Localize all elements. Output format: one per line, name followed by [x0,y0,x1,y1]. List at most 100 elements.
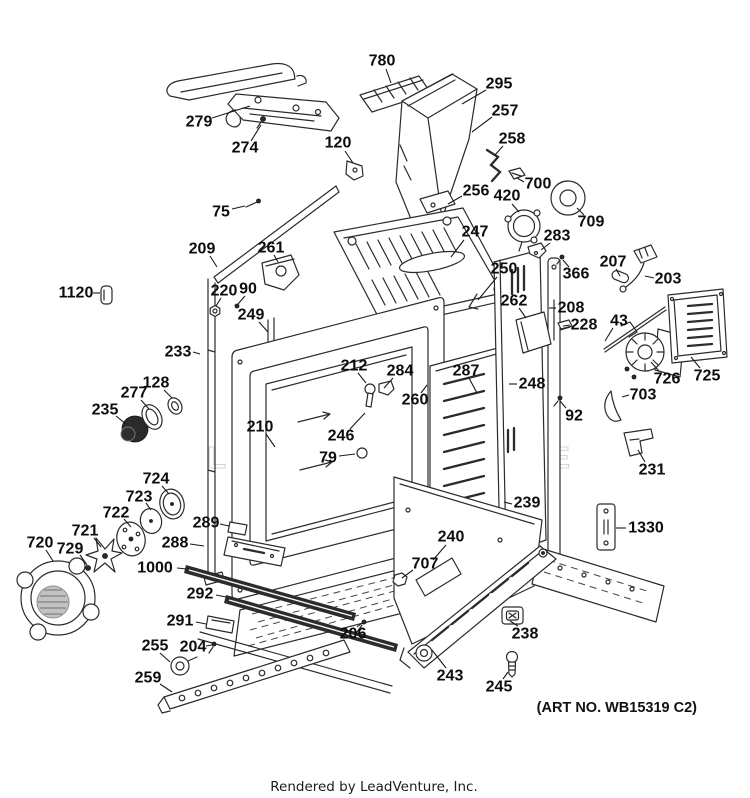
part-label-257: 257 [492,103,519,120]
part-clip-700 [508,167,526,180]
part-label-721: 721 [72,523,99,540]
part-bracket-284 [378,380,395,396]
leader-line-240 [432,544,447,561]
leader-line-366 [562,259,570,268]
part-igniter-420 [504,209,541,252]
leader-line-291 [195,621,207,625]
part-screw-366 [556,254,565,265]
part-label-204: 204 [180,639,207,656]
leader-line-262 [518,307,527,319]
part-label-292: 292 [187,586,214,603]
part-label-238: 238 [512,626,539,643]
leader-line-283 [540,242,551,251]
part-front-frame-210 [231,296,445,601]
part-label-209: 209 [189,241,216,258]
part-label-210: 210 [247,419,274,436]
part-slide-259 [157,639,351,714]
part-label-43: 43 [610,313,628,330]
leader-line-295 [461,89,487,105]
leader-line-249 [258,321,269,333]
part-washer-128 [167,397,183,415]
leader-line-204 [205,644,213,647]
part-rear-shield-257 [395,73,478,225]
leader-line-420 [511,203,520,213]
part-bracket-231 [623,428,654,457]
part-bracket-261 [261,254,300,291]
leader-line-250 [477,276,498,301]
part-lower-back-panel-240 [392,476,543,645]
part-label-243: 243 [437,668,464,685]
part-bolt-245 [505,650,519,678]
part-label-707: 707 [412,556,439,573]
part-label-724: 724 [143,471,170,488]
part-label-90: 90 [239,281,257,298]
part-label-235: 235 [92,402,119,419]
part-label-262: 262 [501,293,528,310]
leader-line-209 [209,255,218,268]
part-roller-255 [170,656,198,676]
leader-line-289 [219,523,230,527]
part-label-261: 261 [258,240,285,257]
leader-line-284 [383,377,394,389]
part-hole-79 [356,447,368,459]
leader-line-92 [559,400,567,409]
part-label-283: 283 [544,228,571,245]
part-label-207: 207 [600,254,627,271]
part-label-239: 239 [514,495,541,512]
part-plug-203 [619,244,658,293]
part-label-1000: 1000 [137,560,173,577]
part-valve-212 [364,383,376,408]
part-screw-92 [553,395,563,407]
part-top-panel-247 [333,207,513,329]
leader-line-212 [357,372,367,384]
part-label-247: 247 [462,224,489,241]
leader-line-279 [211,105,251,119]
leader-line-256 [447,195,463,205]
part-label-212: 212 [341,358,368,375]
leader-line-700 [516,177,525,183]
leader-line-287 [468,377,478,394]
part-label-231: 231 [639,462,666,479]
part-screw-90 [234,303,240,309]
part-door-latch-assembly [166,62,340,132]
part-label-128: 128 [143,375,170,392]
leader-line-277 [140,399,150,410]
leader-line-780 [385,68,392,84]
part-label-720: 720 [27,535,54,552]
leader-line-729 [79,554,88,566]
part-duct-703 [604,390,622,422]
part-trim-292 [224,595,398,652]
part-label-729: 729 [57,541,84,558]
leader-line-721 [93,537,102,548]
part-bracket-250 [468,293,479,310]
part-motor-726 [624,328,685,380]
leader-line-722 [123,518,132,528]
part-label-75: 75 [212,204,230,221]
leader-line-720 [45,549,54,562]
part-clip-1120 [100,285,113,305]
part-label-726: 726 [654,371,681,388]
leader-line-206 [356,622,363,628]
part-clip-228 [557,319,573,331]
part-bracket-120 [345,160,364,181]
part-label-206: 206 [340,626,367,643]
part-label-725: 725 [694,368,721,385]
part-label-287: 287 [453,363,480,380]
leader-line-128 [163,389,173,399]
leader-line-259 [159,683,173,693]
part-label-240: 240 [438,529,465,546]
part-label-284: 284 [387,363,414,380]
part-label-260: 260 [402,392,429,409]
leader-line-75 [231,205,246,210]
part-grommet-709 [550,180,586,216]
leader-line-120 [344,150,354,164]
part-sensor-43 [603,306,667,353]
part-nut-220 [209,304,221,318]
leader-line-255 [159,652,171,663]
part-clip-283 [527,242,547,259]
leader-line-726 [650,361,660,372]
leader-line-233 [192,351,201,355]
leader-line-707 [401,569,414,579]
leader-line-709 [576,207,585,216]
